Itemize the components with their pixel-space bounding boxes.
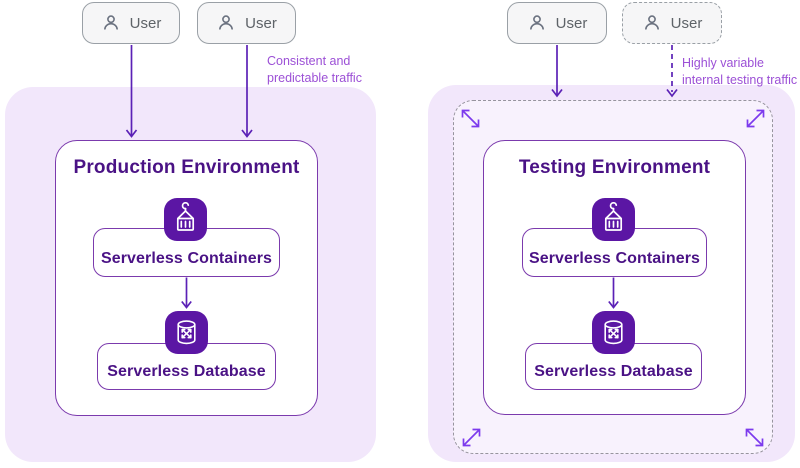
traffic-caption-left: Consistent and predictable traffic xyxy=(267,54,362,85)
user-node: User xyxy=(507,2,607,44)
user-label: User xyxy=(245,14,277,32)
user-icon xyxy=(103,15,118,30)
user-label: User xyxy=(129,14,162,32)
traffic-caption-right: Highly variable internal testing traffic xyxy=(682,56,798,87)
user-icon xyxy=(644,15,659,30)
environment-title: Production Environment xyxy=(73,157,300,178)
database-autoscale-icon xyxy=(592,311,635,354)
environment-title: Testing Environment xyxy=(518,157,711,178)
container-crane-icon xyxy=(592,198,635,241)
user-node-dashed: User xyxy=(622,2,722,44)
user-node: User xyxy=(82,2,180,44)
serverless-database-node: Serverless Database xyxy=(525,343,702,390)
user-node: User xyxy=(197,2,296,44)
serverless-containers-node: Serverless Containers xyxy=(522,228,707,277)
container-crane-icon xyxy=(164,198,207,241)
user-icon xyxy=(529,15,544,30)
user-label: User xyxy=(555,14,588,32)
database-autoscale-icon xyxy=(165,311,208,354)
user-icon xyxy=(219,15,234,30)
user-label: User xyxy=(670,14,703,32)
